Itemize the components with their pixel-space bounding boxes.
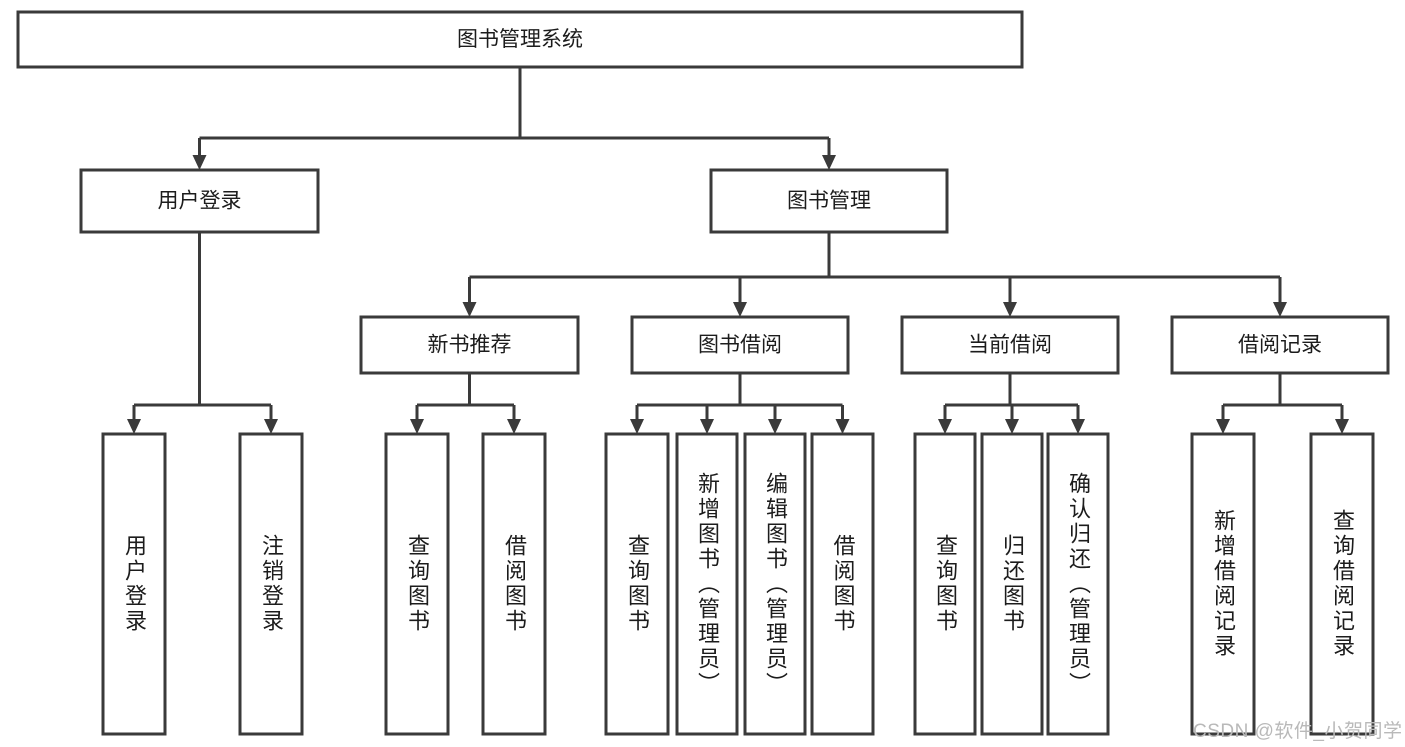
node-leaf-query-book-2[interactable] [604,432,670,736]
node-leaf-user-logout[interactable] [238,432,304,736]
node-current-borrow[interactable] [900,315,1120,375]
node-book-borrow-label: 图书借阅 [698,334,782,357]
connector-arrow-icon [192,155,207,170]
node-book-manage[interactable] [709,168,949,234]
connector-arrow-icon [835,419,850,434]
node-leaf-query-book-3[interactable] [913,432,977,736]
node-leaf-user-login[interactable] [101,432,167,736]
node-leaf-add-book[interactable] [675,432,739,736]
node-user-login-label: 用户登录 [158,190,242,213]
connector-arrow-icon [768,419,782,434]
node-leaf-add-record[interactable] [1190,432,1256,736]
connector-arrow-icon [822,155,836,170]
node-leaf-query-book-1[interactable] [384,432,450,736]
node-leaf-confirm-return[interactable] [1046,432,1110,736]
node-new-book-recommend[interactable] [359,315,580,375]
watermark-text: CSDN @软件_小贺同学 [1193,721,1403,742]
connector-arrow-icon [1005,419,1019,434]
node-leaf-query-record[interactable] [1309,432,1375,736]
node-root[interactable] [16,10,1024,69]
node-leaf-borrow-book-2[interactable] [810,432,875,736]
connector-arrow-icon [1003,302,1017,317]
node-leaf-edit-book[interactable] [743,432,807,736]
connector-arrow-icon [1071,419,1085,434]
node-current-borrow-label: 当前借阅 [968,334,1052,357]
connector-arrow-icon [127,419,141,434]
connector-arrow-icon [410,419,424,434]
node-leaf-borrow-book-1[interactable] [481,432,547,736]
node-borrow-record[interactable] [1170,315,1390,375]
connector-arrow-icon [938,419,952,434]
node-book-manage-label: 图书管理 [787,190,871,213]
connector-arrow-icon [630,419,644,434]
connector-arrow-icon [507,419,521,434]
connector-arrow-icon [1335,419,1349,434]
node-book-borrow[interactable] [630,315,850,375]
node-root-label: 图书管理系统 [457,28,583,51]
connector-arrow-icon [1216,419,1230,434]
connector-arrow-icon [264,419,278,434]
connector-arrow-icon [1273,302,1287,317]
connector-arrow-icon [462,302,477,317]
node-user-login[interactable] [79,168,320,234]
connector-arrow-icon [733,302,747,317]
node-new-book-recommend-label: 新书推荐 [428,334,512,357]
node-borrow-record-label: 借阅记录 [1238,334,1322,357]
node-leaf-return-book[interactable] [980,432,1044,736]
connector-arrow-icon [700,419,714,434]
